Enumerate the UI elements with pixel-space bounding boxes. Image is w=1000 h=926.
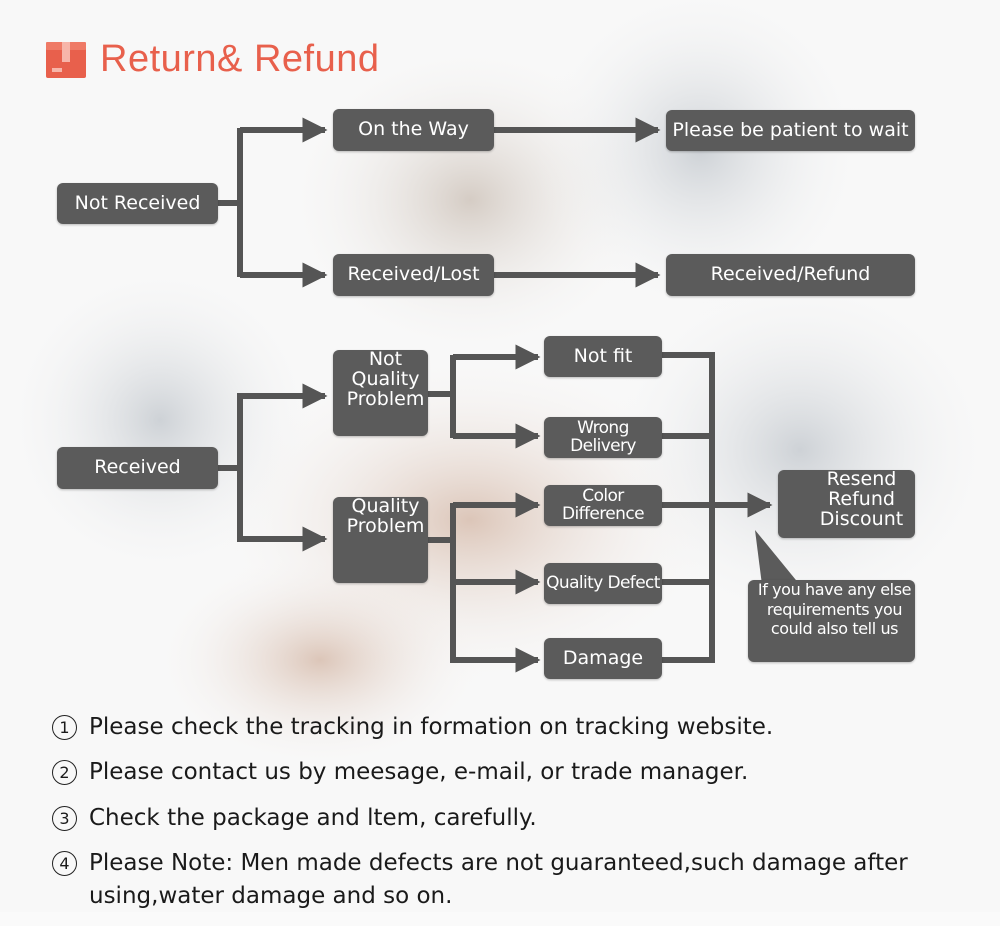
node-wrong-delivery: Wrong Delivery — [544, 417, 662, 458]
requirements-speech-bubble: If you have any else requirements you co… — [748, 580, 915, 662]
note-number-badge: 2 — [52, 760, 77, 786]
node-quality-defect: Quality Defect — [544, 563, 662, 604]
page-title: Return& Refund — [100, 38, 380, 80]
note-number-badge: 3 — [52, 805, 77, 831]
node-color-difference: Color Difference — [544, 485, 662, 526]
bubble-line-2: requirements you — [766, 599, 903, 619]
node-resend-refund-discount: Resend Refund Discount — [778, 468, 915, 538]
node-please-be-patient: Please be patient to wait — [666, 110, 915, 151]
note-item: 4 Please Note: Men made defects are not … — [52, 847, 982, 914]
node-not-quality-problem: Not Quality Problem — [333, 348, 428, 436]
note-item: 2 Please contact us by meesage, e-mail, … — [52, 756, 982, 789]
outcome-resend: Resend — [826, 468, 897, 490]
node-received-refund: Received/Refund — [666, 254, 915, 296]
node-on-the-way: On the Way — [333, 109, 494, 151]
note-number-badge: 4 — [52, 851, 77, 877]
node-quality-problem-line-2: Problem — [346, 514, 425, 537]
outcome-discount: Discount — [819, 507, 904, 530]
node-received: Received — [57, 447, 218, 489]
node-not-quality-problem-line-3: Problem — [346, 387, 425, 410]
note-text: Check the package and ltem, carefully. — [89, 804, 537, 831]
node-received-lost: Received/Lost — [333, 254, 494, 296]
node-quality-problem: Quality Problem — [333, 495, 428, 583]
bubble-line-1: If you have any else — [757, 580, 912, 599]
node-damage: Damage — [544, 638, 662, 679]
notes-list: 1 Please check the tracking in formation… — [52, 711, 982, 926]
note-item: 1 Please check the tracking in formation… — [52, 711, 982, 744]
package-box-icon — [46, 42, 86, 78]
node-not-fit: Not fit — [544, 336, 662, 377]
node-not-quality-problem-line-2: Quality — [351, 367, 420, 390]
node-not-quality-problem-line-1: Not — [368, 348, 403, 370]
node-quality-problem-line-1: Quality — [351, 495, 420, 517]
note-item: 3 Check the package and ltem, carefully. — [52, 802, 982, 835]
note-text: Please Note: Men made defects are not gu… — [89, 850, 908, 910]
note-number-badge: 1 — [52, 715, 77, 740]
node-not-received: Not Received — [57, 183, 218, 224]
note-text: Please check the tracking in formation o… — [89, 714, 774, 740]
outcome-refund: Refund — [828, 487, 895, 510]
note-text: Please contact us by meesage, e-mail, or… — [89, 759, 749, 786]
bubble-line-3: could also tell us — [770, 619, 899, 639]
